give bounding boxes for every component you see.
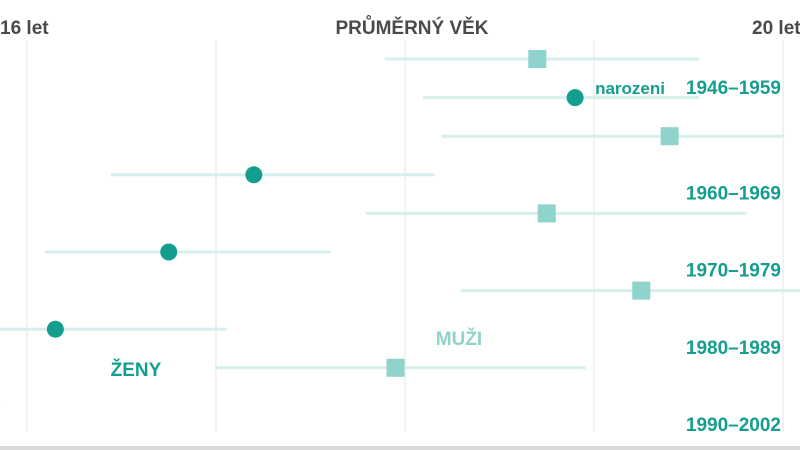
axis-max-label: 20 let — [752, 18, 800, 39]
group-label-1980–1989: 1980–1989 — [686, 338, 781, 359]
bottom-rule — [0, 446, 800, 450]
men-marker — [660, 127, 679, 146]
group-label-1946–1959: 1946–1959 — [686, 78, 781, 99]
men-marker — [386, 358, 405, 377]
group-prefix-label: narozeni — [595, 79, 665, 98]
women-marker — [160, 243, 178, 261]
women-marker — [245, 166, 263, 184]
men-marker — [528, 50, 547, 68]
group-label-1990–2002: 1990–2002 — [686, 415, 781, 436]
chart-title: PRŮMĚRNÝ VĚK — [335, 16, 488, 39]
series-label-women: ŽENY — [111, 359, 162, 381]
series-label-men: MUŽI — [436, 328, 482, 350]
axis-min-label: 16 let — [0, 18, 49, 39]
women-marker — [46, 320, 64, 338]
men-marker — [632, 281, 651, 300]
women-marker — [566, 89, 584, 107]
range-lines — [0, 57, 800, 408]
group-label-1970–1979: 1970–1979 — [686, 261, 781, 282]
group-label-1960–1969: 1960–1969 — [686, 184, 781, 205]
men-marker — [537, 204, 556, 223]
group-labels: 1946–1959 narozeni 1960–1969 1970–1979 1980–… — [595, 78, 781, 436]
data-markers — [46, 50, 679, 377]
